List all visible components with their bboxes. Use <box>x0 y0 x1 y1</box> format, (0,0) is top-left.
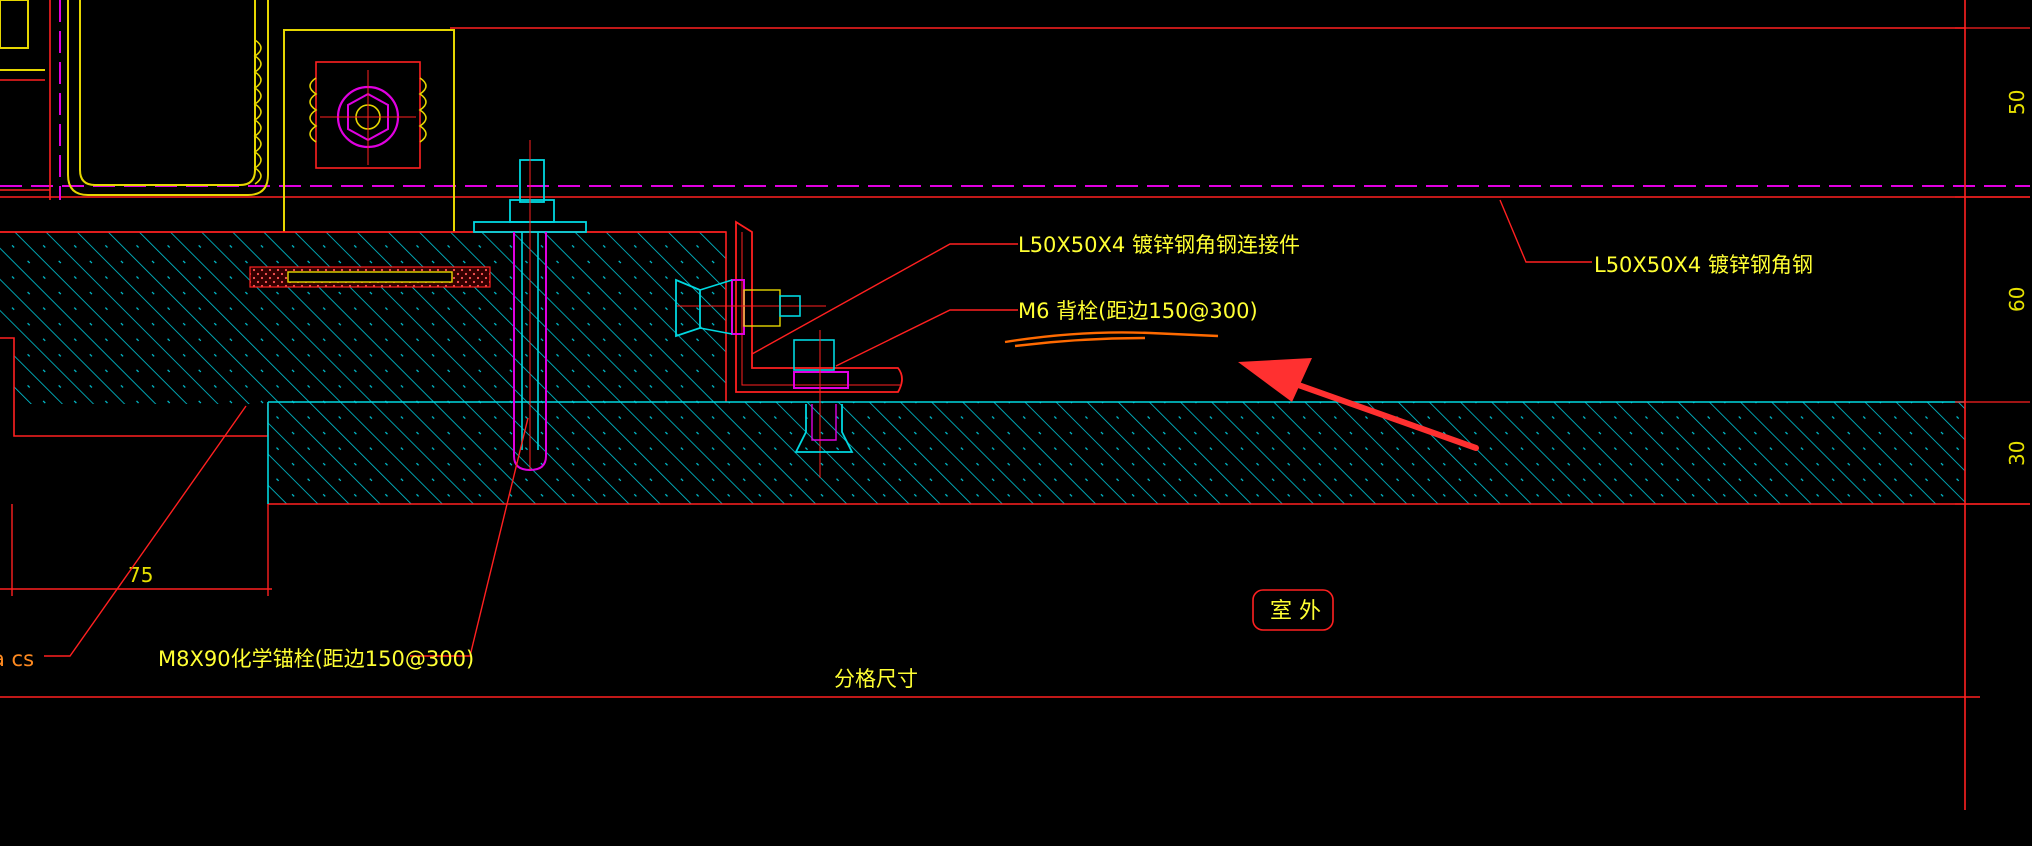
outdoor-tag-frame <box>1252 589 1334 631</box>
angle-connector <box>675 220 903 478</box>
leader-lines <box>44 199 1592 657</box>
dim-60: 60 <box>2005 287 2029 312</box>
dim-50: 50 <box>2005 90 2029 115</box>
dim-75: 75 <box>128 563 153 587</box>
sealant-pads <box>249 266 491 288</box>
red-arrow-icon <box>1238 358 1479 451</box>
top-boundary-lines <box>0 0 2030 200</box>
label-outdoor: 室 外 <box>1270 599 1321 624</box>
dim-30: 30 <box>2005 441 2029 466</box>
right-dimension-line <box>0 0 2030 810</box>
chemical-anchor-bolt <box>473 140 587 472</box>
concrete-slab-left <box>0 231 727 437</box>
label-cut: a cs <box>0 647 34 671</box>
label-chem-anchor: M8X90化学锚栓(距边150@300) <box>158 647 474 671</box>
stone-panel <box>267 401 2030 505</box>
label-angle-steel: L50X50X4 镀锌钢角钢 <box>1594 253 1813 277</box>
upper-steel-tube <box>0 0 269 200</box>
label-connector: L50X50X4 镀锌钢角钢连接件 <box>1018 233 1300 257</box>
label-back-bolt: M6 背栓(距边150@300) <box>1018 299 1258 323</box>
dimension-75 <box>0 504 272 596</box>
orange-highlight-mark <box>1004 331 1219 348</box>
label-grid-size: 分格尺寸 <box>834 667 918 691</box>
